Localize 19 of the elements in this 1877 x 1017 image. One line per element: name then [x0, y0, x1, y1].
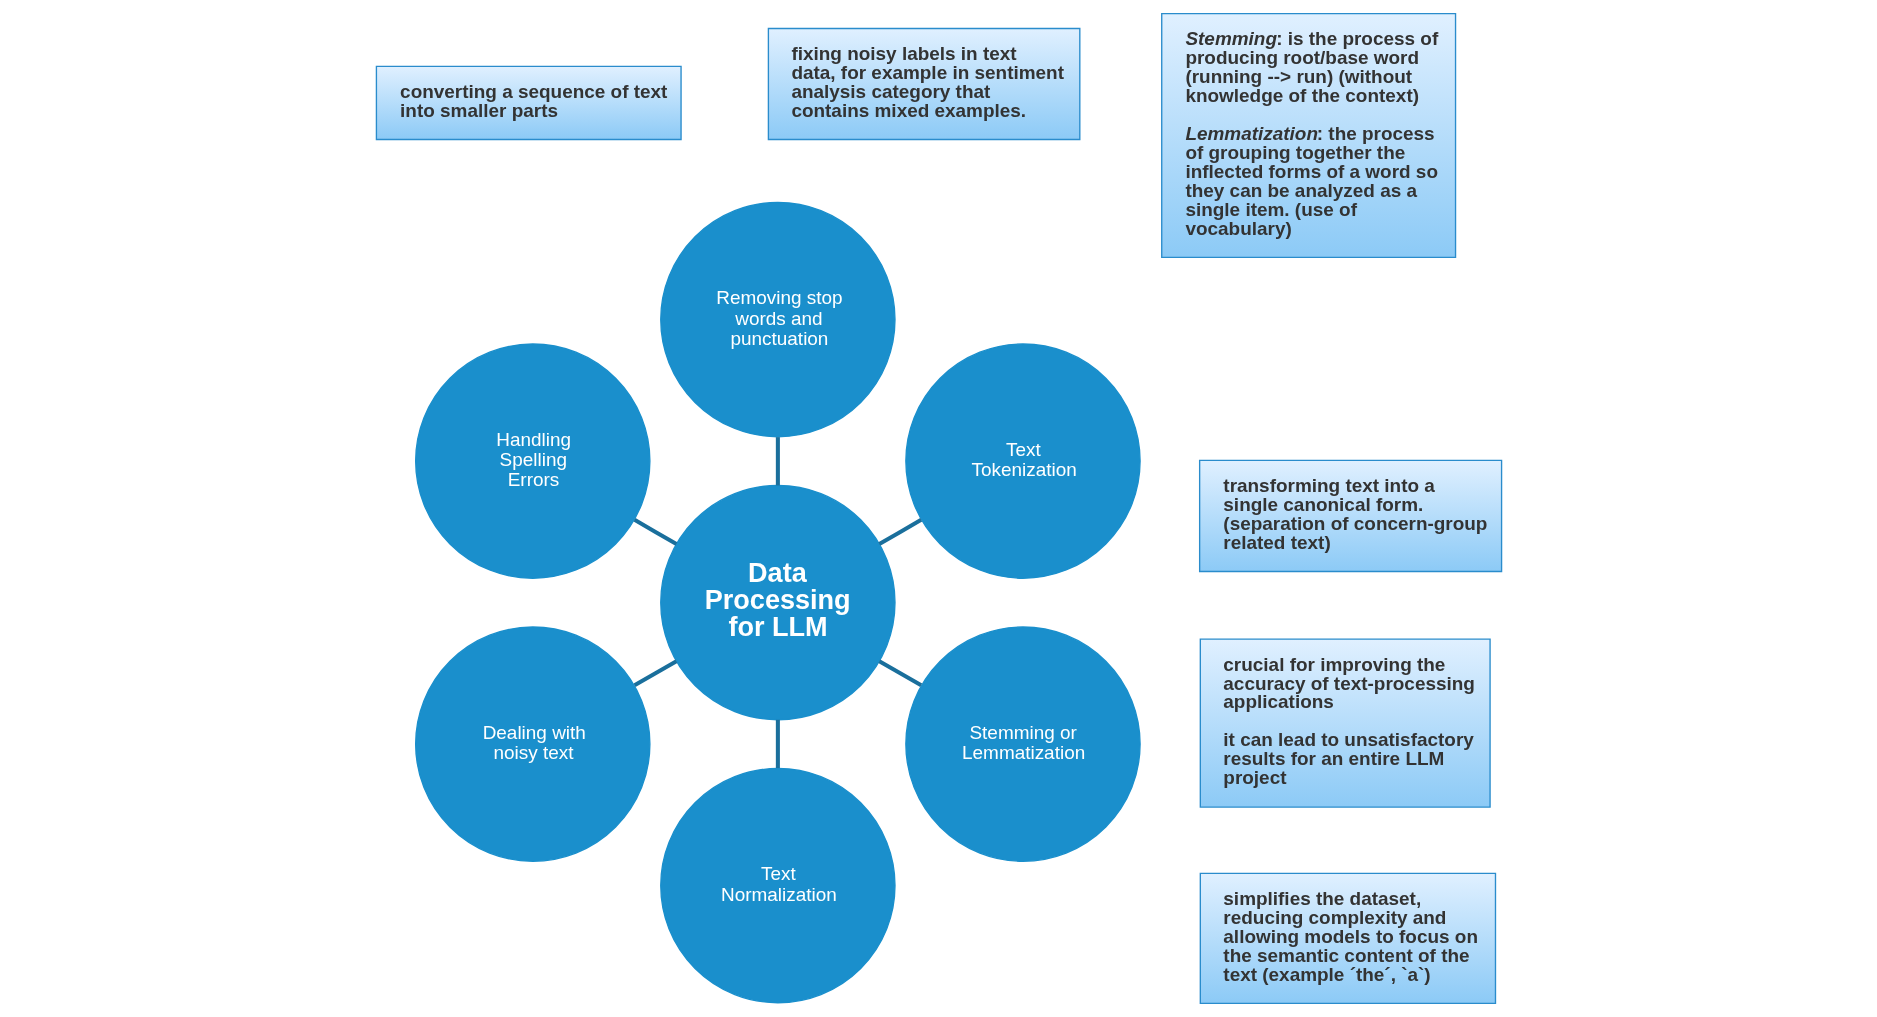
node-circle: Removing stop words and punctuation: [659, 201, 896, 438]
node-box: fixing noisy labels in text data, for example in sentiment analysis category that contains mixed examples.: [767, 27, 1080, 141]
connector: [775, 437, 780, 486]
node-circle: Text Normalization: [659, 767, 896, 1004]
node-circle: Text Tokenization: [904, 343, 1141, 579]
node-box: simplifies the dataset, reducing complexity and allowing models to focus on the semantic content of the text (example ´the´, `a`): [1199, 872, 1496, 1005]
connector: [775, 719, 780, 769]
node-circle: Data Processing for LLM: [659, 484, 896, 721]
node-box: converting a sequence of text into smaller parts: [375, 65, 682, 141]
connector: [633, 518, 677, 546]
node-box: transforming text into a single canonical form. (separation of concern-group related text): [1198, 459, 1502, 573]
connector: [877, 659, 922, 688]
node-circle: Handling Spelling Errors: [414, 343, 651, 579]
node-circle: Dealing with noisy text: [414, 626, 651, 862]
connector: [633, 659, 677, 688]
node-circle: Stemming or Lemmatization: [904, 626, 1141, 862]
connector: [877, 518, 922, 546]
node-box: crucial for improving the accuracy of text-processing applications it can lead to unsatisfactory results for an entire LLM project: [1199, 638, 1491, 808]
node-box: Stemming: is the process of producing root/base word (running --> run) (without knowledge of the context) Lemmatization: the process of grouping together the inflected forms of a word so they can be analyzed as a single item. (use of vocabulary): [1160, 12, 1456, 258]
